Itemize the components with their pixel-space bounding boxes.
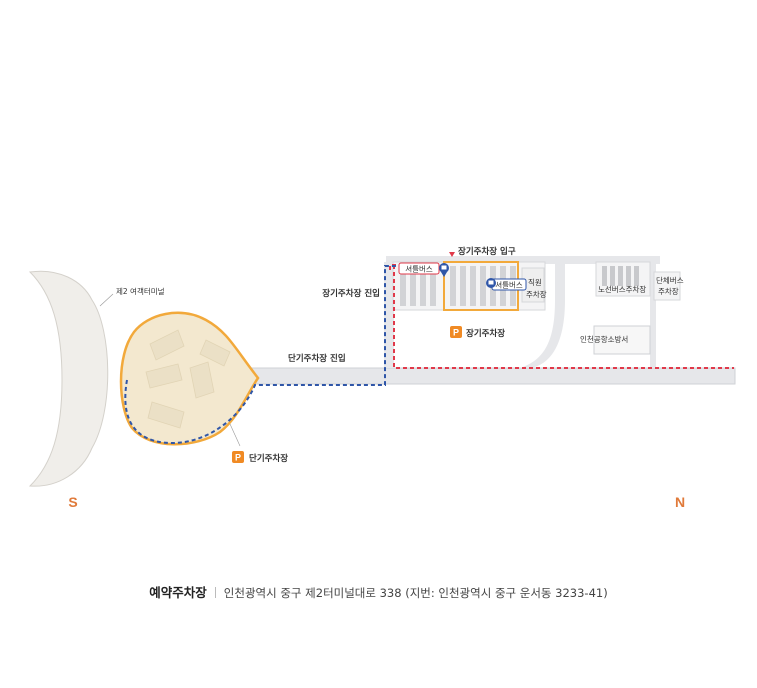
divider: [214, 587, 216, 598]
long-term-entrance-label: 장기주차장 입구: [458, 246, 516, 257]
long-term-parking-label: 장기주차장: [466, 328, 505, 339]
parking-icon: [232, 451, 244, 463]
connector-road: [520, 258, 565, 368]
long-term-access-road: [384, 262, 394, 368]
short-term-entry-label: 단기주차장 진입: [288, 353, 346, 364]
address-bar: 예약주차장 인천광역시 중구 제2터미널대로 338 (지번: 인천광역시 중구 …: [0, 582, 757, 601]
route-blue: [124, 265, 396, 445]
terminal-2-building: [28, 270, 109, 487]
long-term-entry-label: 장기주차장 진입: [322, 288, 380, 299]
short-term-lot: [119, 311, 260, 446]
compass-north: N: [675, 494, 685, 510]
shuttle-stop-red-label: 셔틀버스: [405, 264, 433, 274]
shuttle-stop-blue[interactable]: 셔틀버스: [491, 278, 527, 291]
parking-icon-letter: P: [453, 328, 459, 338]
entrance-triangle-icon: [449, 252, 455, 257]
main-road: [249, 367, 736, 385]
bus-lot-stalls: [602, 266, 639, 286]
bus-pin-icon-blue: [486, 278, 496, 288]
facility-name: 예약주차장: [149, 585, 207, 600]
group-bus-lot: [653, 271, 681, 301]
shuttle-stop-red[interactable]: 셔틀버스: [398, 262, 440, 275]
facility-address: 인천광역시 중구 제2터미널대로 338 (지번: 인천광역시 중구 운서동 3…: [223, 586, 608, 600]
fire-station: [593, 325, 651, 355]
long-term-parking-badge[interactable]: P 장기주차장: [450, 326, 505, 339]
terminal-label: 제2 여객터미널: [116, 286, 165, 296]
staff-lot-label-2: 주차장: [526, 289, 547, 299]
short-term-parking-label: 단기주차장: [249, 453, 288, 464]
short-term-buildings: [145, 329, 231, 429]
compass-south: S: [68, 494, 77, 510]
fire-station-label: 인천공항소방서: [580, 334, 628, 344]
bus-pin-icon: [439, 263, 449, 277]
shuttle-stop-blue-label: 셔틀버스: [495, 280, 523, 290]
group-bus-label-1: 단체버스: [656, 275, 684, 285]
group-bus-label-2: 주차장: [658, 286, 679, 296]
parking-icon: [450, 326, 462, 338]
staff-lot-label-1: 직원: [528, 277, 542, 287]
bus-lot-label: 노선버스주차장: [598, 284, 646, 294]
short-term-leader-line: [229, 423, 241, 447]
parking-icon-letter: P: [235, 453, 241, 463]
short-term-parking-badge[interactable]: P 단기주차장: [232, 451, 288, 464]
terminal-leader-line: [99, 293, 114, 307]
